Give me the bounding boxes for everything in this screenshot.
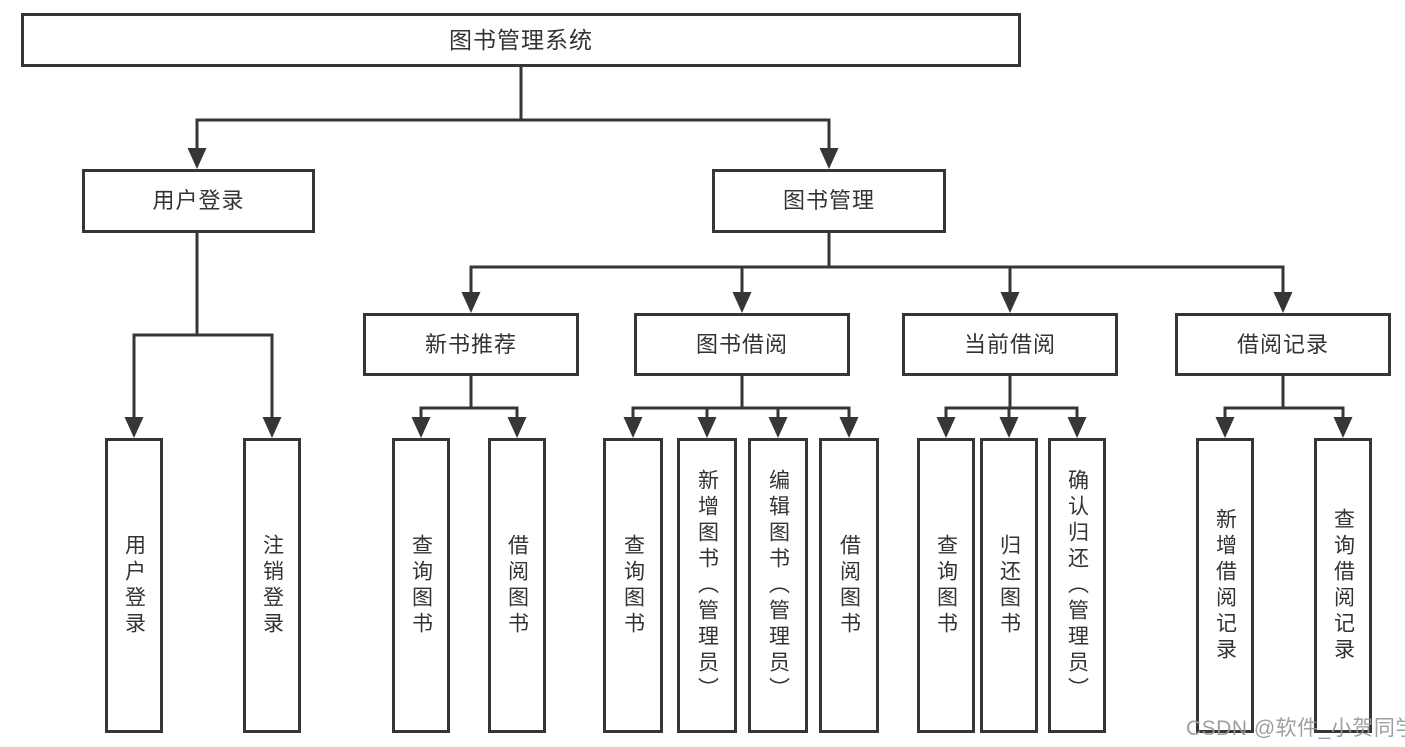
node-new-book-recommend-label: 新书推荐: [424, 331, 517, 357]
node-book-management: 图书管理: [712, 169, 946, 233]
node-library-system-label: 图书管理系统: [449, 26, 593, 53]
leaf-borrow-books-label: 借阅图书: [837, 533, 861, 638]
leaf-borrow-books-recommend-label: 借阅图书: [505, 533, 529, 638]
leaf-borrow-books: 借阅图书: [819, 438, 879, 733]
node-book-borrow-label: 图书借阅: [695, 331, 788, 357]
leaf-edit-books-admin: 编辑图书（管理员）: [748, 438, 808, 733]
leaf-query-books-borrow-label: 查询图书: [621, 533, 645, 638]
leaf-add-books-admin: 新增图书（管理员）: [677, 438, 737, 733]
leaf-query-books-borrow: 查询图书: [603, 438, 663, 733]
leaf-add-borrow-record-label: 新增借阅记录: [1213, 507, 1237, 664]
node-current-borrow: 当前借阅: [902, 313, 1118, 376]
leaf-confirm-return-admin: 确认归还（管理员）: [1048, 438, 1106, 733]
csdn-watermark: CSDN @软件_小贺同学: [1186, 717, 1405, 740]
leaf-user-login-label: 用户登录: [122, 533, 146, 638]
leaf-query-books-recommend-label: 查询图书: [409, 533, 433, 638]
leaf-borrow-books-recommend: 借阅图书: [488, 438, 546, 733]
leaf-confirm-return-admin-label: 确认归还（管理员）: [1065, 468, 1089, 703]
leaf-add-borrow-record: 新增借阅记录: [1196, 438, 1254, 733]
leaf-edit-books-admin-label: 编辑图书（管理员）: [766, 468, 790, 703]
leaf-add-books-admin-label: 新增图书（管理员）: [695, 468, 719, 703]
node-new-book-recommend: 新书推荐: [363, 313, 579, 376]
leaf-logout: 注销登录: [243, 438, 301, 733]
leaf-logout-label: 注销登录: [260, 533, 284, 638]
node-user-login: 用户登录: [82, 169, 315, 233]
node-library-system: 图书管理系统: [21, 13, 1021, 67]
leaf-user-login: 用户登录: [105, 438, 163, 733]
node-borrow-records: 借阅记录: [1175, 313, 1391, 376]
leaf-query-borrow-record: 查询借阅记录: [1314, 438, 1372, 733]
node-book-management-label: 图书管理: [782, 188, 875, 213]
leaf-query-books-recommend: 查询图书: [392, 438, 450, 733]
node-current-borrow-label: 当前借阅: [963, 331, 1056, 357]
leaf-return-books-label: 归还图书: [997, 533, 1021, 638]
leaf-query-books-current: 查询图书: [917, 438, 975, 733]
node-borrow-records-label: 借阅记录: [1236, 331, 1329, 357]
leaf-return-books: 归还图书: [980, 438, 1038, 733]
leaf-query-books-current-label: 查询图书: [934, 533, 958, 638]
node-book-borrow: 图书借阅: [634, 313, 850, 376]
node-user-login-label: 用户登录: [152, 188, 245, 213]
leaf-query-borrow-record-label: 查询借阅记录: [1331, 507, 1355, 664]
